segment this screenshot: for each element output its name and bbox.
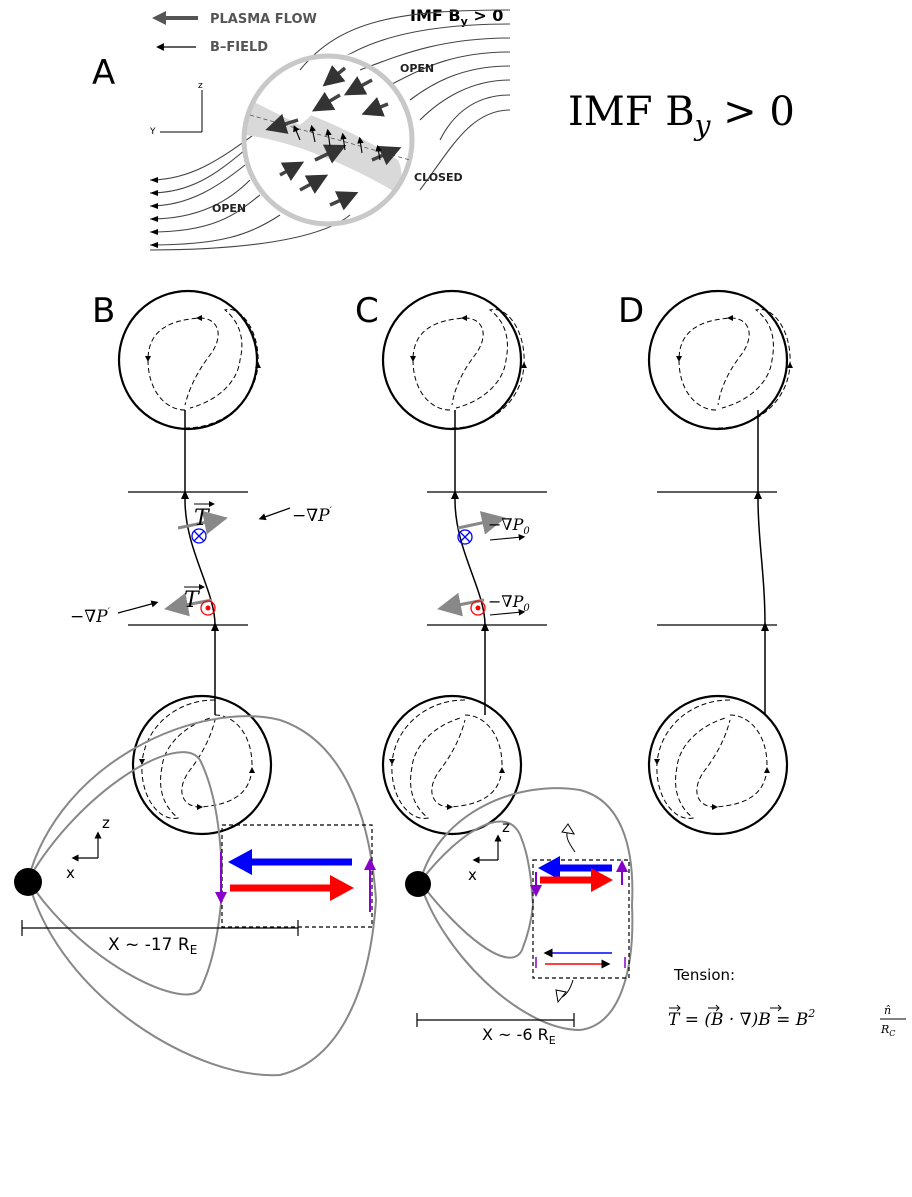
axis-z-label: z — [198, 81, 203, 91]
magnetotail-right — [419, 787, 634, 1032]
scale-label-left: X ~ -17 RE — [108, 935, 197, 957]
panel-b-annotations — [117, 501, 291, 617]
field-line-arrowheads — [181, 490, 769, 631]
sheet-boundaries — [128, 491, 777, 626]
axis-x-right: x — [468, 866, 477, 884]
svg-text:RC: RC — [880, 1023, 895, 1038]
field-lines — [149, 9, 511, 251]
imf-title: IMF By > 0 — [568, 89, 795, 142]
label-open-bottom: OPEN — [212, 202, 246, 215]
equation-vector-marks — [669, 1004, 782, 1012]
label-closed: CLOSED — [414, 171, 463, 184]
current-sheet-box-left — [221, 824, 373, 928]
label-open-top: OPEN — [400, 62, 434, 75]
axis-y-label: Y — [149, 127, 156, 137]
axis-z-right: z — [502, 818, 510, 836]
legend-field-label: B–FIELD — [210, 40, 268, 55]
legend-flow-label: PLASMA FLOW — [210, 12, 317, 27]
tension-equation: T = (B · ∇)B = B2 — [668, 1007, 815, 1030]
panel-d-letter: D — [618, 291, 644, 331]
axes-right — [472, 834, 502, 864]
panel-b-letter: B — [92, 291, 115, 331]
tension-label-upper: T — [194, 506, 211, 531]
field-arrowheads — [150, 177, 158, 248]
tension-fraction: n̂ RC — [880, 1004, 906, 1038]
svg-text:n̂: n̂ — [884, 1004, 891, 1017]
tension-title: Tension: — [673, 966, 735, 984]
panel-a: A PLASMA FLOW B–FIELD IMF By > 0 z Y — [92, 6, 511, 251]
pressure-label-upper: −∇P′ — [292, 506, 333, 526]
panel-a-letter: A — [92, 53, 115, 93]
earth-right — [405, 871, 431, 897]
ionosphere-circles — [117, 289, 789, 836]
flow-arrows-right — [530, 823, 628, 1004]
scale-bar-right — [416, 1013, 575, 1027]
axes-left — [71, 831, 102, 862]
pressure-label-lower: −∇P′ — [70, 607, 111, 627]
scale-label-right: X ~ -6 RE — [482, 1025, 556, 1047]
axis-x-left: x — [66, 864, 75, 882]
axis-z-left: z — [102, 814, 110, 832]
scale-bar-left — [21, 920, 299, 936]
panel-c-annotations — [437, 511, 526, 617]
field-line-d — [757, 410, 766, 715]
legend-flow-arrowhead — [152, 11, 166, 25]
pressure0-label-upper: −∇P0 — [488, 515, 530, 537]
field-line-b — [184, 410, 216, 715]
earth-left — [14, 868, 42, 896]
magnetotail-left — [27, 715, 377, 1077]
panel-c-letter: C — [355, 291, 379, 331]
cell-arrowheads — [139, 315, 793, 810]
tension-label-lower: T — [184, 588, 201, 613]
flow-arrows-left — [215, 849, 376, 912]
convection-cells — [141, 308, 791, 819]
current-sheet-box-right — [532, 859, 630, 979]
field-line-c — [454, 410, 486, 715]
polar-cap-a — [241, 49, 415, 227]
pressure0-label-lower: −∇P0 — [488, 592, 530, 614]
